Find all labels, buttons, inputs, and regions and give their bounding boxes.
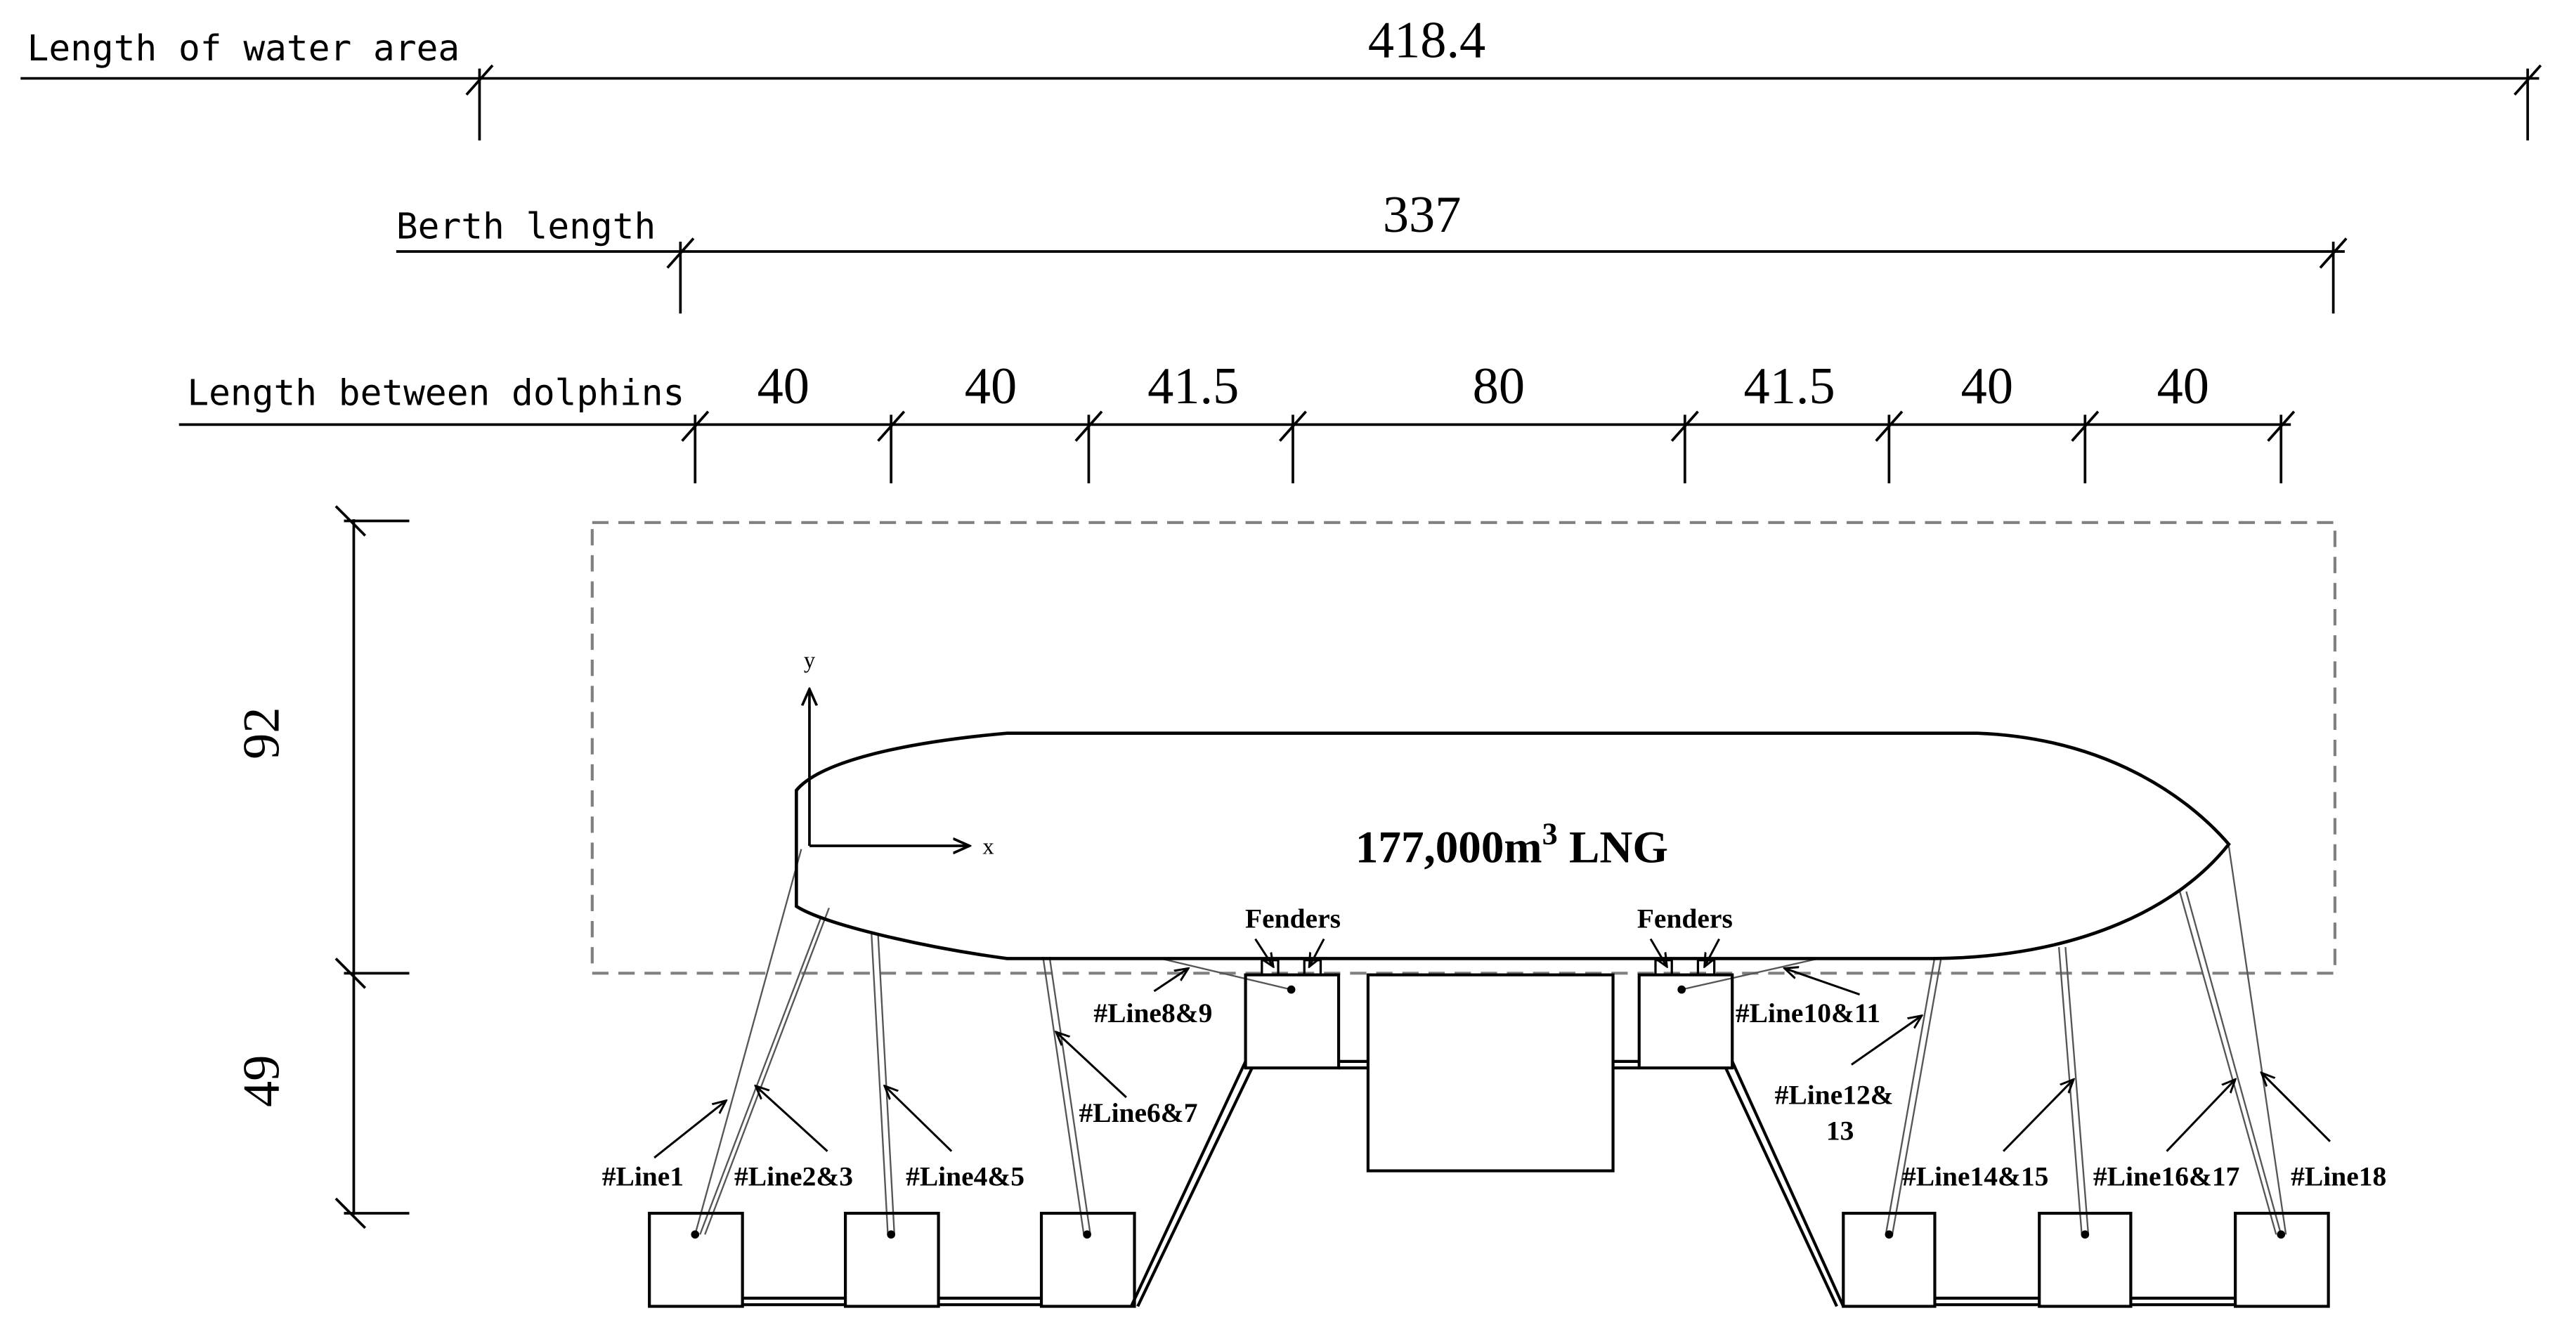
dolphin-segment-3: 41.5 bbox=[1147, 358, 1239, 415]
lng-vessel-hull bbox=[795, 731, 2231, 960]
dolphin-segment-4: 80 bbox=[1473, 358, 1525, 415]
breasting-dolphin-left bbox=[1244, 973, 1341, 1070]
vertical-lower-value: 49 bbox=[233, 1055, 291, 1107]
dolphin-segment-2: 40 bbox=[965, 358, 1017, 415]
loading-platform bbox=[1339, 973, 1639, 1173]
coordinate-axes bbox=[809, 689, 970, 846]
mooring-dolphin-3 bbox=[1039, 1211, 1136, 1308]
y-axis-label: y bbox=[804, 648, 816, 674]
mooring-dolphin-6 bbox=[2234, 1211, 2330, 1308]
vertical-dimension bbox=[334, 505, 410, 1229]
dolphin-spacing-label: Length between dolphins bbox=[187, 372, 684, 414]
dolphin-spacing-dimension bbox=[178, 410, 2296, 484]
berth-length-label: Berth length bbox=[396, 206, 656, 247]
line-label-1: #Line1 bbox=[602, 1161, 684, 1192]
line-label-16-17: #Line16&17 bbox=[2093, 1161, 2239, 1192]
dolphin-segment-7: 40 bbox=[2157, 358, 2209, 415]
mooring-dolphin-1 bbox=[648, 1211, 744, 1308]
bollard-points bbox=[691, 985, 2286, 1239]
water-area-boundary bbox=[590, 521, 2337, 975]
line-label-10-11: #Line10&11 bbox=[1736, 998, 1880, 1028]
dolphin-segment-6: 40 bbox=[1961, 358, 2013, 415]
dolphin-segment-1: 40 bbox=[757, 358, 809, 415]
x-axis-label: x bbox=[982, 835, 994, 860]
line-label-2-3: #Line2&3 bbox=[734, 1161, 853, 1192]
fenders-label-right: Fenders bbox=[1637, 903, 1733, 934]
line-label-4-5: #Line4&5 bbox=[906, 1161, 1024, 1192]
mooring-dolphin-2 bbox=[843, 1211, 940, 1308]
breasting-dolphin-right bbox=[1637, 973, 1734, 1070]
fender-arrows bbox=[1254, 938, 1720, 967]
line-label-14-15: #Line14&15 bbox=[1902, 1161, 2048, 1192]
line-leader-arrows bbox=[653, 968, 2331, 1159]
walkways bbox=[742, 1060, 2236, 1307]
line-label-6-7: #Line6&7 bbox=[1079, 1097, 1197, 1128]
mooring-dolphin-5 bbox=[2038, 1211, 2133, 1308]
mooring-dolphin-4 bbox=[1842, 1211, 1937, 1308]
line-label-12-13-top: #Line12& bbox=[1775, 1079, 1894, 1110]
line-label-18: #Line18 bbox=[2291, 1161, 2386, 1192]
water-area-label: Length of water area bbox=[27, 28, 460, 70]
line-label-12-13-bottom: 13 bbox=[1826, 1115, 1854, 1146]
vertical-upper-value: 92 bbox=[233, 707, 291, 759]
berth-length-value: 337 bbox=[1383, 186, 1462, 244]
line-label-8-9: #Line8&9 bbox=[1093, 998, 1212, 1028]
berth-length-dimension bbox=[396, 237, 2348, 314]
water-area-dimension bbox=[20, 64, 2542, 141]
vessel-label: 177,000m3 LNG bbox=[1355, 817, 1668, 873]
water-area-value: 418.4 bbox=[1368, 11, 1485, 69]
dolphin-segment-5: 41.5 bbox=[1744, 358, 1835, 415]
fenders-label-left: Fenders bbox=[1245, 903, 1341, 934]
